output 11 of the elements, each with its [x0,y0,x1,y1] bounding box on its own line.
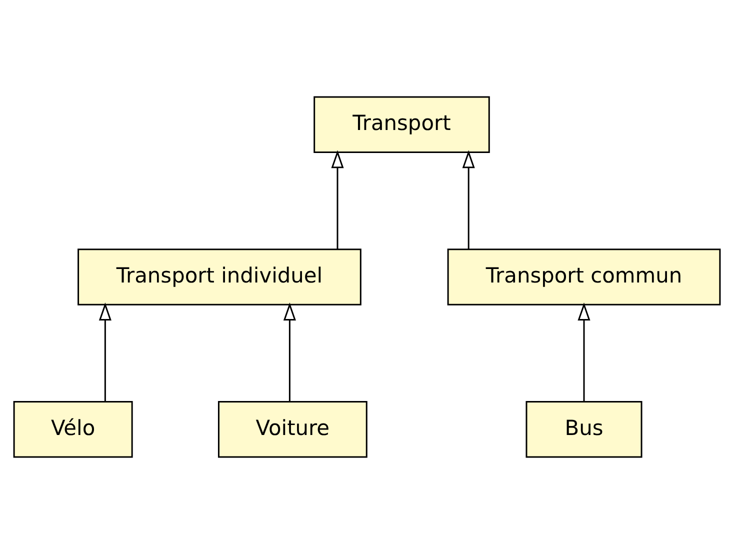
arrow [331,150,344,249]
node-box: Transport [314,96,490,152]
node-box: Transport individuel [78,248,362,305]
node-box: Voiture [218,400,368,458]
node-box: Transport commun [447,248,721,305]
arrow [462,150,475,249]
arrow [98,302,112,401]
node-box: Bus [526,400,642,458]
arrow [283,302,296,401]
node-box: Vélo [13,400,133,458]
arrow [578,302,590,401]
